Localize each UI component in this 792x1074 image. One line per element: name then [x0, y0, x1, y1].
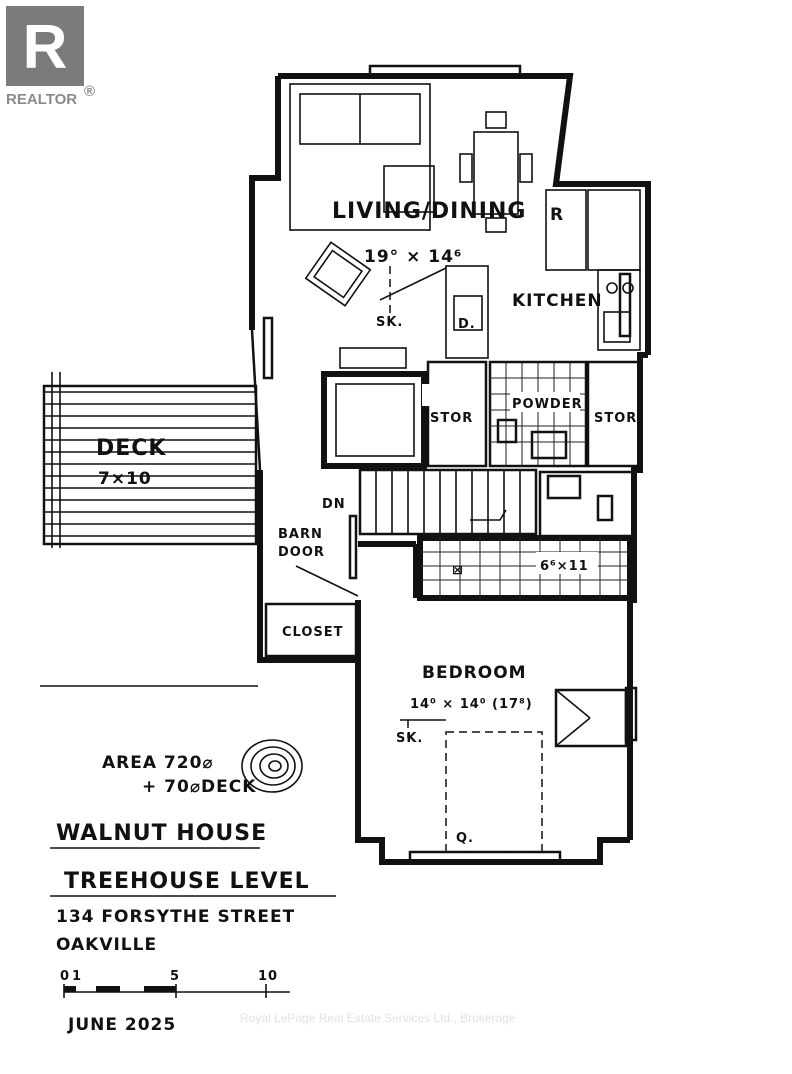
coffee-table — [383, 165, 435, 213]
fireplace-block — [321, 371, 427, 469]
scale-label-5: 5 — [170, 969, 180, 984]
storage-right-label: STOR — [594, 411, 637, 426]
scale-label-1: 1 — [72, 969, 82, 984]
scale-bar: 0 1 5 10 JUNE 2025 — [60, 969, 290, 1035]
dining-chair — [485, 217, 507, 233]
bedroom-size: 14⁰ × 14⁰ (17⁸) — [410, 697, 533, 712]
deck-area-note: + 70⌀DECK — [142, 777, 256, 797]
sink-basin — [603, 311, 631, 343]
dining-chair — [459, 153, 473, 183]
bed-label: Q. — [456, 831, 474, 846]
kitchen-label: KITCHEN — [512, 291, 603, 311]
barn-door — [348, 514, 358, 580]
window-west — [262, 316, 274, 380]
realtor-logo-text: REALTOR — [6, 91, 77, 108]
kitchen-island — [445, 265, 489, 359]
bench — [339, 347, 407, 369]
title-block: WALNUT HOUSE TREEHOUSE LEVEL 134 FORSYTH… — [50, 821, 336, 955]
dining-chair — [485, 111, 507, 129]
fridge-label: R — [550, 205, 564, 225]
deck-outline — [42, 384, 258, 546]
bedroom-label: BEDROOM — [422, 663, 527, 683]
deck-size: 7×10 — [98, 469, 152, 489]
storage-left — [426, 360, 488, 468]
deck: DECK 7×10 — [40, 372, 258, 687]
stair-outline — [358, 468, 538, 536]
scale-bar-segment — [64, 986, 76, 992]
bedroom-closet — [554, 688, 628, 748]
burner — [622, 282, 634, 294]
bedroom: BEDROOM 14⁰ × 14⁰ (17⁸) SK. Q. — [396, 663, 628, 853]
window-north — [368, 64, 522, 78]
dining-table — [473, 131, 519, 215]
living-dining-size: 19° × 14⁶ — [364, 247, 462, 267]
kitchen: R KITCHEN SK. D. — [376, 189, 641, 359]
toilet — [496, 418, 518, 444]
bathroom: ⊠ 6⁶×11 — [417, 470, 636, 601]
realtor-logo-box — [6, 6, 84, 86]
scale-label-0: 0 — [60, 969, 70, 984]
realtor-logo[interactable]: R REALTOR ® — [6, 6, 95, 108]
stair-down-label: DN — [322, 497, 346, 512]
burner — [606, 282, 618, 294]
bedroom-sink-label: SK. — [396, 731, 423, 746]
tree-ring-icon — [241, 739, 303, 793]
storage-left-label: STOR — [430, 411, 473, 426]
bath-vanity-area — [538, 470, 636, 538]
brokerage-watermark: Royal LePage Real Estate Services Ltd., … — [240, 1011, 516, 1025]
barn-door-label-2: DOOR — [278, 545, 325, 560]
closet-outline — [264, 602, 358, 658]
hall: BARN DOOR CLOSET — [264, 514, 419, 658]
project-level: TREEHOUSE LEVEL — [64, 869, 310, 894]
range — [597, 269, 641, 351]
deck-label: DECK — [96, 436, 166, 461]
stair: DN — [322, 468, 538, 536]
island-sink — [453, 295, 483, 331]
barn-door-label-1: BARN — [278, 527, 323, 542]
fireplace — [335, 383, 415, 457]
realtor-logo-letter: R — [23, 13, 68, 82]
powder-vanity — [530, 430, 568, 460]
living-dining-room: LIVING/DINING 19° × 14⁶ — [289, 83, 533, 369]
address-line-1: 134 FORSYTHE STREET — [56, 907, 295, 927]
stair-arrow — [470, 509, 507, 521]
living-dining-label: LIVING/DINING — [332, 199, 526, 224]
scale-label-10: 10 — [258, 969, 278, 984]
bed-outline — [445, 731, 543, 853]
project-name: WALNUT HOUSE — [56, 821, 267, 846]
kitchen-counter — [587, 189, 641, 271]
kitchen-sink-label: SK. — [376, 315, 403, 330]
scale-bar-segment — [144, 986, 176, 992]
shower-drain-icon: ⊠ — [452, 563, 464, 578]
bathroom-size: 6⁶×11 — [540, 559, 589, 574]
drawing-date: JUNE 2025 — [67, 1015, 176, 1035]
dining-chair — [519, 153, 533, 183]
bathroom-outline — [417, 535, 633, 601]
deck-boards — [44, 391, 255, 537]
bath-sink — [546, 474, 582, 500]
address-line-2: OAKVILLE — [56, 935, 157, 955]
closet-label: CLOSET — [282, 625, 344, 640]
area-note: AREA 720⌀ — [102, 753, 214, 773]
scale-bar-segment — [96, 986, 120, 992]
bath-toilet — [596, 494, 614, 522]
area-notes: AREA 720⌀ + 70⌀DECK — [102, 739, 303, 797]
storage-right — [586, 360, 642, 468]
core-rooms: STOR POWDER STOR — [321, 360, 642, 469]
powder-tile-grid — [490, 362, 586, 466]
powder-label: POWDER — [512, 397, 583, 412]
window-east — [618, 272, 632, 338]
armchair — [304, 241, 372, 307]
realtor-logo-mark: ® — [84, 83, 95, 100]
dishwasher-label: D. — [458, 317, 476, 332]
sofa-outline — [289, 83, 431, 231]
fridge — [545, 189, 587, 271]
